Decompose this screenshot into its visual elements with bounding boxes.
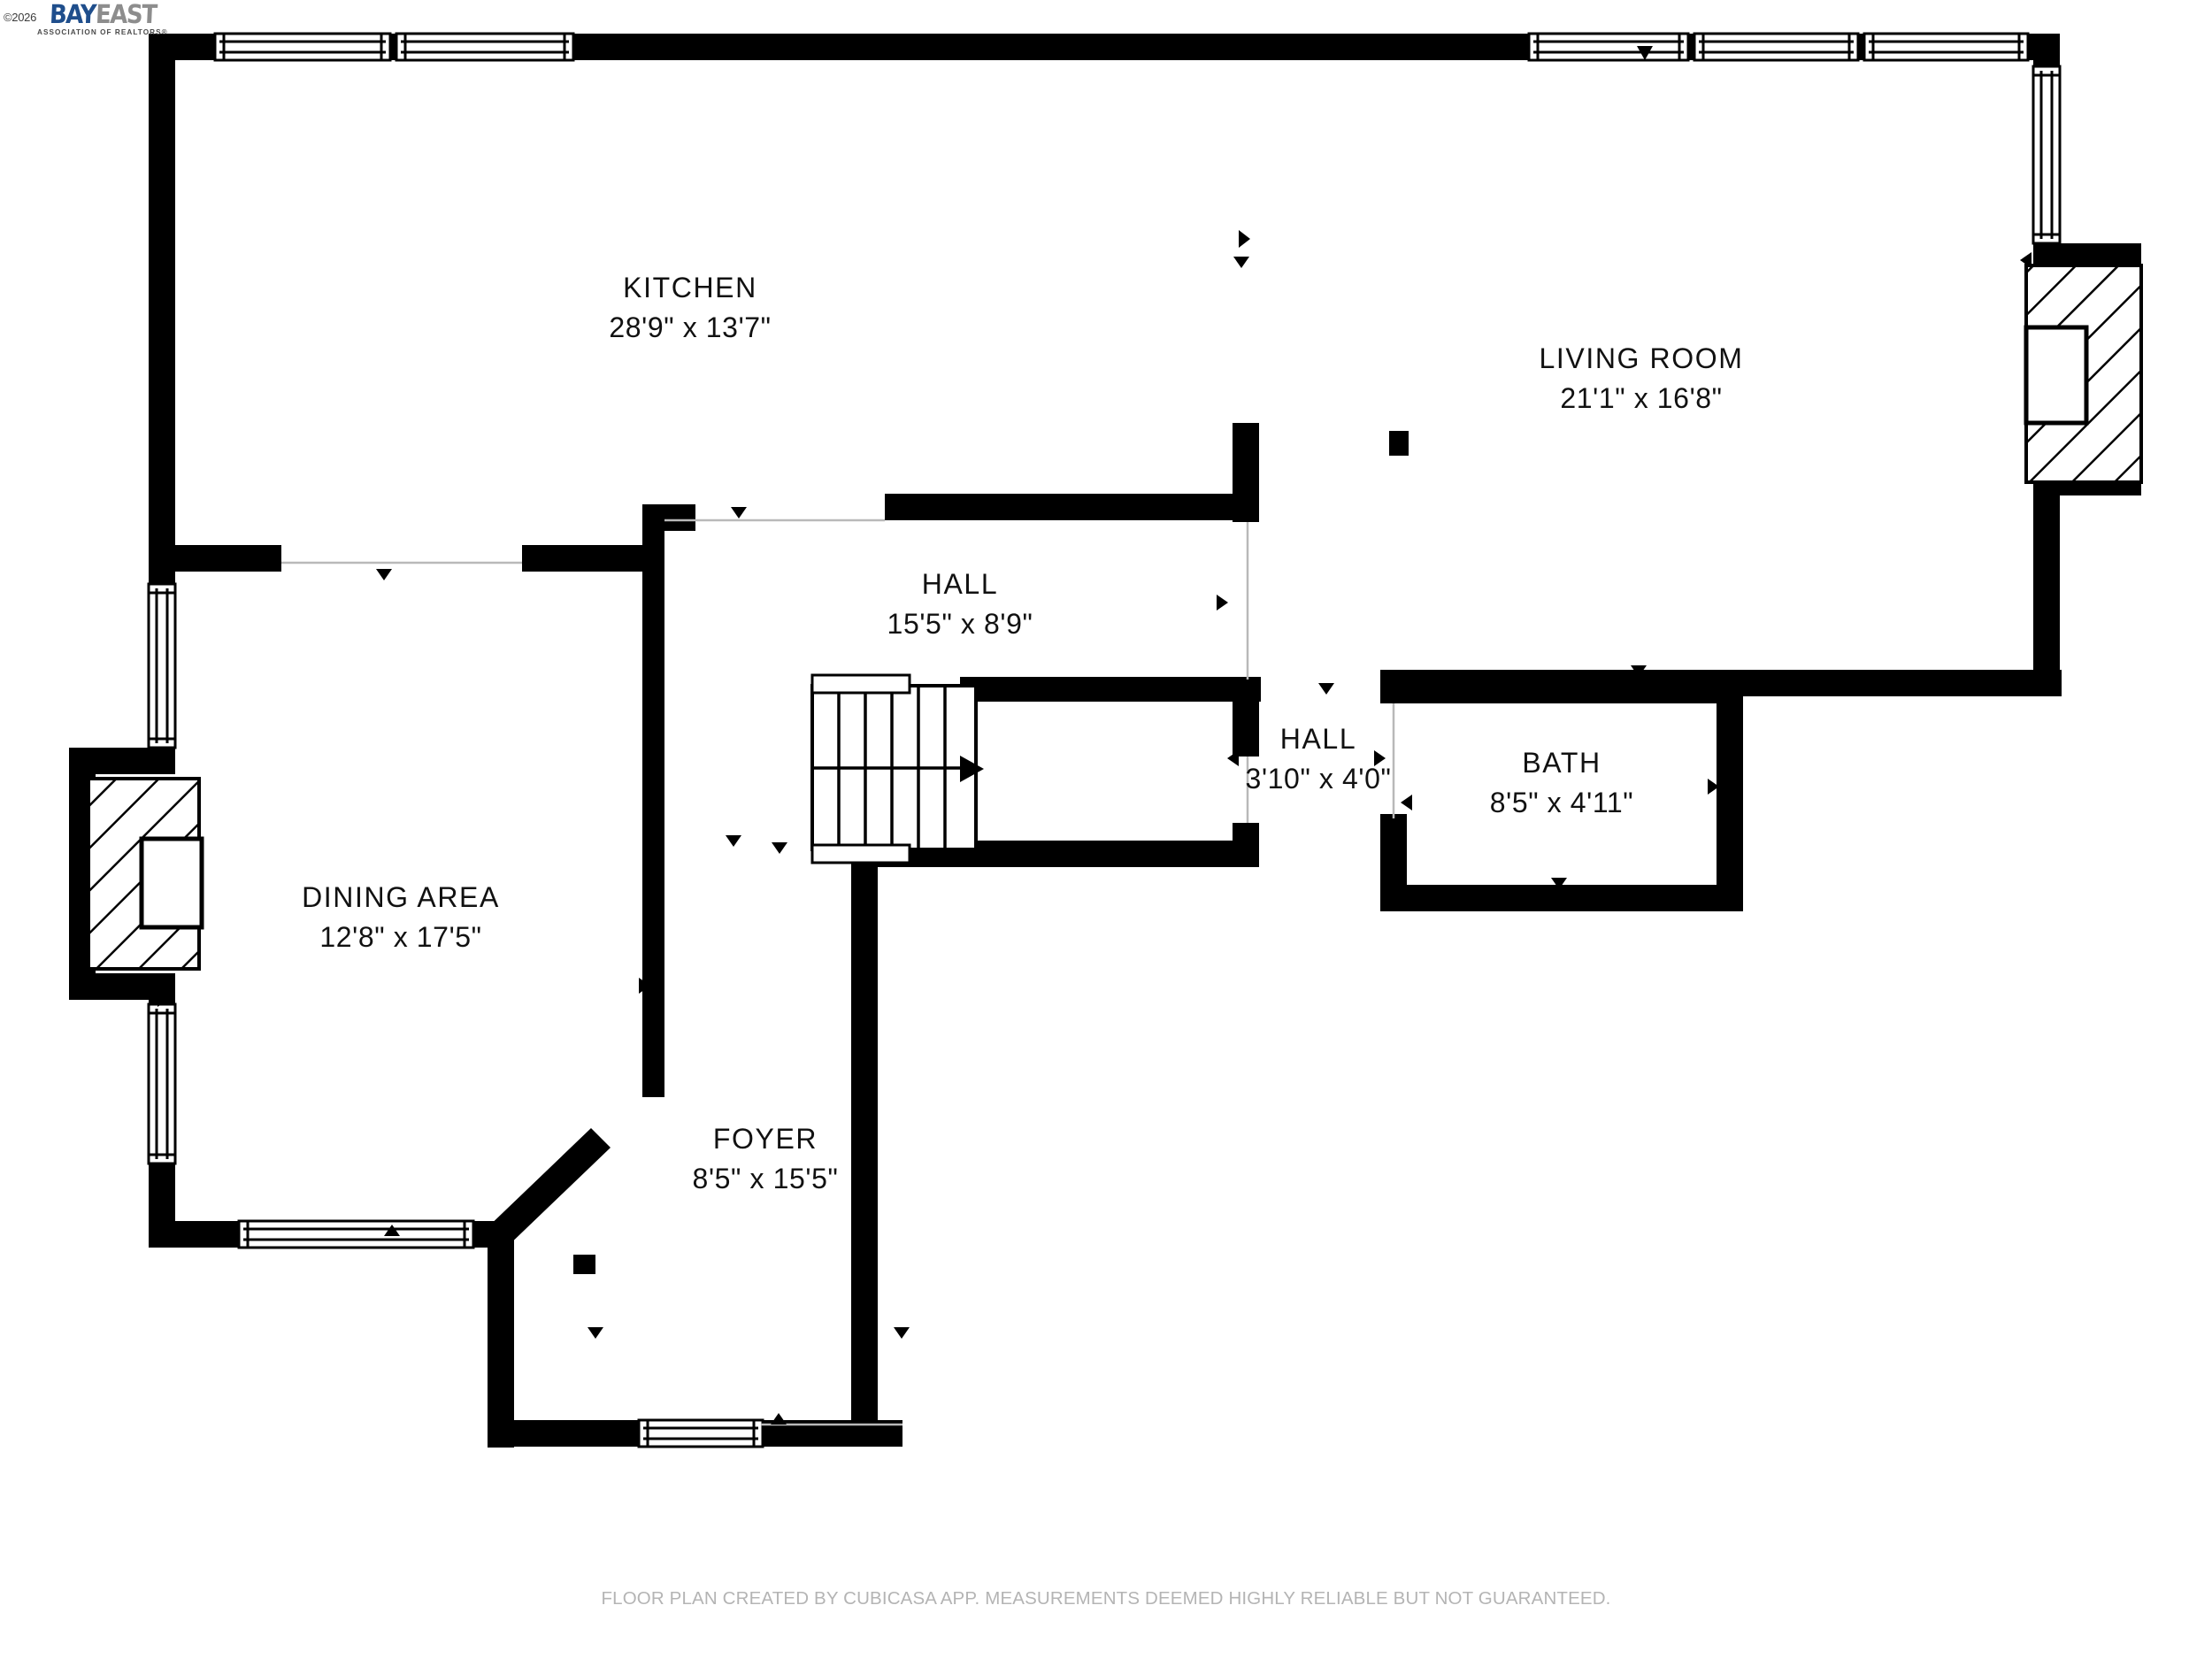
room-label-living_room: LIVING ROOM 21'1" x 16'8": [1540, 342, 1744, 416]
wall-dining-bottom: [149, 1221, 246, 1248]
room-label-bath: BATH 8'5" x 4'11": [1490, 747, 1634, 820]
room-dimensions: 8'5" x 4'11": [1489, 786, 1634, 818]
window-living-1: [1527, 32, 1690, 62]
room-dimensions: 21'1" x 16'8": [1560, 381, 1723, 414]
wall-bath-bottom: [1380, 885, 1743, 911]
wall-exterior-left-upper: [149, 34, 175, 572]
room-dimensions: 15'5" x 8'9": [887, 607, 1033, 640]
marker-dining-top: [376, 569, 392, 580]
room-name: BATH: [1522, 746, 1601, 779]
logo-bay-text: BAY: [48, 0, 96, 30]
marker-kitchen-window: [987, 46, 1003, 60]
marker-kitchen-dot: [1389, 431, 1409, 456]
marker-dining-window: [384, 1225, 400, 1236]
room-name: FOYER: [712, 1122, 818, 1155]
marker-foyer-right: [894, 1327, 910, 1339]
stairs-direction-arrow: [960, 756, 984, 782]
marker-bath-top2: [1631, 665, 1647, 677]
room-name: HALL: [921, 567, 999, 600]
marker-dining-kitchen: [726, 835, 741, 847]
floor-fill-group: [155, 40, 2137, 1451]
windows-group: [147, 32, 2062, 1448]
window-living-right-side: [2032, 65, 2062, 245]
marker-hall2-left: [1227, 750, 1239, 766]
stairs-landing-top: [810, 673, 911, 695]
door-openings-group: [281, 518, 1395, 1426]
fireplace-group: [87, 264, 2143, 971]
wall-hall-top: [885, 494, 1239, 520]
marker-dining-right: [639, 978, 650, 994]
window-dining-left-side: [147, 582, 177, 749]
wall-foyer-diagonal: [483, 1128, 611, 1251]
copyright-text: ©2026: [4, 11, 36, 24]
direction-markers-group: [153, 46, 2032, 1425]
room-dimensions: 3'10" x 4'0": [1245, 762, 1392, 795]
marker-living-bay: [2020, 252, 2032, 268]
marker-hall-left: [647, 595, 658, 611]
wall-hall-right-lower: [1233, 823, 1259, 867]
window-dining-bottom: [237, 1219, 475, 1249]
wall-foyer-bottom: [488, 1420, 642, 1447]
fireplace-dining-area: [87, 777, 204, 971]
marker-foyer-left: [588, 1327, 603, 1339]
window-kitchen-right: [395, 32, 575, 62]
room-label-foyer: FOYER 8'5" x 15'5": [693, 1123, 839, 1196]
fireplace-living-room: [2024, 264, 2143, 484]
marker-kitchen-hall: [731, 507, 747, 518]
stairs-group: [810, 673, 984, 864]
room-name: HALL: [1279, 722, 1357, 755]
room-name: LIVING ROOM: [1539, 342, 1744, 374]
room-dimensions: 8'5" x 15'5": [692, 1162, 839, 1194]
window-living-3: [1863, 32, 2030, 62]
wall-living-bottom: [1380, 670, 2062, 696]
room-name: KITCHEN: [623, 271, 757, 303]
marker-hall2-right: [1374, 750, 1386, 766]
marker-foyer-bottom: [771, 1413, 787, 1425]
wall-hall-stairs-top: [960, 677, 1261, 702]
wall-foyer-stub: [573, 1255, 595, 1274]
association-subtitle: ASSOCIATION OF REALTORS®: [37, 28, 168, 36]
wall-kitchen-lower-stub2: [642, 504, 695, 531]
marker-bath-right: [1708, 779, 1719, 795]
wall-kitchen-left-jog: [149, 545, 281, 572]
marker-hall2-right2: [1401, 795, 1412, 810]
room-label-hall_upper: HALL 15'5" x 8'9": [887, 568, 1033, 641]
window-living-2: [1693, 32, 1860, 62]
window-kitchen-left: [213, 32, 392, 62]
marker-bath-bottom: [1551, 878, 1567, 889]
marker-living-window: [1637, 46, 1653, 60]
marker-dining-left-bay: [157, 991, 169, 1007]
wall-dining-kitchen-vertical: [642, 504, 664, 1097]
footer-disclaimer: FLOOR PLAN CREATED BY CUBICASA APP. MEAS…: [601, 1588, 1611, 1609]
marker-kitchen-top: [1233, 257, 1249, 268]
stairs-landing-bottom: [810, 843, 911, 864]
room-label-dining_area: DINING AREA 12'8" x 17'5": [302, 881, 500, 955]
marker-kitchen-top-2: [1239, 230, 1250, 248]
marker-dining-kitchen2: [772, 842, 787, 854]
marker-bath-top: [1551, 677, 1567, 688]
window-dining-left-side-lower: [147, 1002, 177, 1165]
wall-living-right-lower: [2033, 485, 2060, 693]
wall-foyer-right: [851, 841, 878, 1447]
wall-kitchen-lower-stub: [522, 545, 664, 572]
marker-hall-lower-left2: [1318, 683, 1334, 695]
marker-hall-right: [1217, 595, 1228, 611]
room-label-kitchen: KITCHEN 28'9" x 13'7": [609, 272, 771, 345]
wall-foyer-left: [488, 1235, 514, 1448]
wall-bath-left-lower: [1380, 814, 1407, 911]
marker-hall-lower-left: [1234, 683, 1250, 695]
room-name: DINING AREA: [302, 880, 500, 913]
room-dimensions: 12'8" x 17'5": [319, 920, 482, 953]
room-dimensions: 28'9" x 13'7": [609, 311, 772, 343]
room-label-hall_lower: HALL 3'10" x 4'0": [1246, 723, 1392, 796]
wall-hall-right-upper: [1233, 423, 1259, 522]
marker-kitchen-left: [153, 238, 165, 254]
window-foyer-bottom: [637, 1418, 764, 1448]
wall-bath-right: [1717, 677, 1743, 911]
logo-east-text: EAST: [94, 0, 157, 30]
